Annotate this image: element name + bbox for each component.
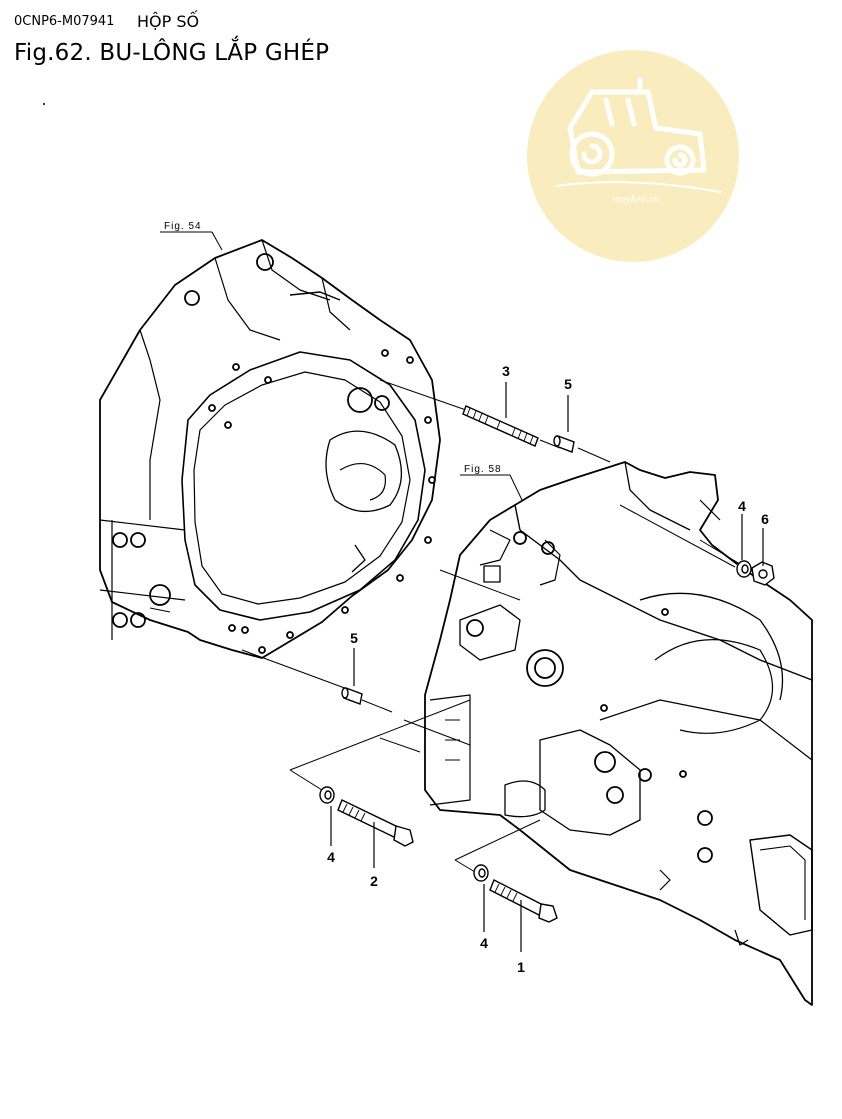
callout-part-2: 2 — [370, 873, 378, 889]
figure-reference-54-label: Fig. 54 — [164, 221, 202, 232]
figure-reference-58: Fig. 58 — [460, 464, 523, 501]
transmission-case — [424, 461, 813, 1006]
callout-part-6: 6 — [761, 511, 769, 527]
stud-bolt-part-3 — [462, 405, 539, 447]
dowel-pin-part-5-lower — [341, 687, 363, 705]
callout-part-4-right: 4 — [738, 498, 746, 514]
callout-part-3: 3 — [502, 363, 510, 379]
stray-dot — [43, 103, 45, 105]
callout-part-5-upper: 5 — [564, 376, 572, 392]
callout-part-1: 1 — [517, 959, 525, 975]
bolt-part-2 — [337, 799, 414, 847]
alignment-lines — [149, 379, 761, 873]
washer-part-4-lower — [473, 864, 489, 882]
page-title: Fig.62. BU-LÔNG LẮP GHÉP — [14, 40, 330, 66]
watermark-circle — [527, 50, 739, 262]
callout-part-5-lower: 5 — [350, 630, 358, 646]
washer-part-4-right — [736, 560, 752, 578]
washer-part-4-middle — [319, 786, 335, 804]
dowel-pin-part-5-upper — [553, 435, 575, 453]
tractor-icon — [555, 77, 721, 193]
callout-part-4-middle: 4 — [327, 849, 335, 865]
section-group: HỘP SỐ — [137, 12, 200, 31]
callout-numbers: 3 5 4 6 5 4 2 4 1 — [327, 363, 769, 975]
callout-leaders — [330, 382, 764, 952]
watermark-text: maykeo.vn — [613, 193, 660, 205]
figure-reference-58-label: Fig. 58 — [464, 464, 502, 475]
callout-part-4-lower: 4 — [480, 935, 488, 951]
watermark-logo: maykeo.vn — [527, 50, 739, 262]
nut-part-6 — [751, 561, 775, 586]
doc-code: 0CNP6-M07941 — [14, 14, 115, 29]
figure-reference-54: Fig. 54 — [160, 221, 223, 251]
bolt-part-1 — [489, 879, 558, 923]
clutch-housing — [99, 239, 441, 659]
